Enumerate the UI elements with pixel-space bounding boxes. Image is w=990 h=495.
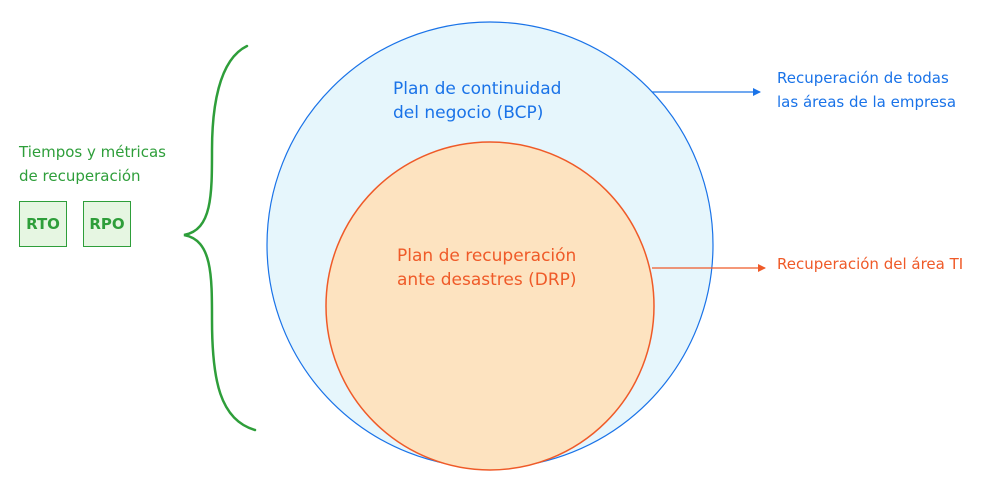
drp-title: Plan de recuperación ante desastres (DRP… — [397, 246, 577, 290]
drp-annotation: Recuperación del área TI — [777, 255, 964, 273]
bcp-annotation: Recuperación de todas las áreas de la em… — [777, 69, 957, 111]
drp-circle — [325, 141, 655, 471]
metrics-heading: Tiempos y métricas de recuperación — [19, 143, 166, 185]
rpo-box: RPO — [83, 201, 131, 247]
rto-box: RTO — [19, 201, 67, 247]
curly-brace — [183, 44, 257, 432]
bcp-title: Plan de continuidad del negocio (BCP) — [393, 79, 562, 123]
